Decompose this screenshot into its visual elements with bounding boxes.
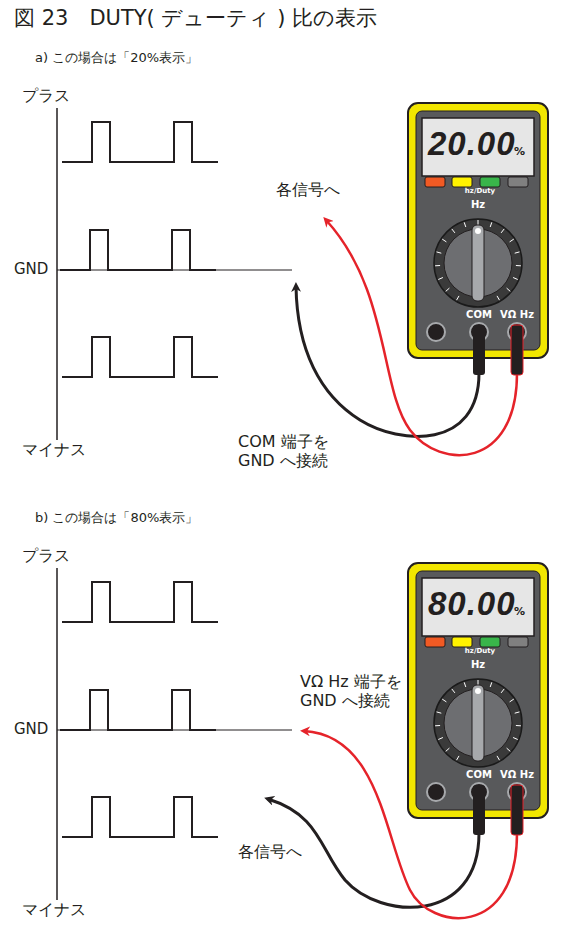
signal-name: GND xyxy=(14,260,48,278)
figure-title: 図 23 DUTY( デューティ ) 比の表示 xyxy=(14,6,377,31)
button-label: hz/Duty xyxy=(465,187,495,195)
unit-symbol: % xyxy=(514,605,525,618)
callout-note: COM 端子を GND へ接続 xyxy=(238,432,350,470)
polarity-label: プラス xyxy=(22,86,70,105)
terminal-name: VΩ Hz xyxy=(500,769,534,781)
panel-heading: a) この場合は「20%表示」 xyxy=(35,50,198,66)
display-value: 20.00 xyxy=(428,124,516,164)
signal-name: GND xyxy=(14,720,48,738)
polarity-label: マイナス xyxy=(22,440,86,459)
panel-heading: b) この場合は「80%表示」 xyxy=(35,510,198,526)
terminal-name: COM xyxy=(466,769,492,781)
callout-note: 各信号へ xyxy=(238,842,302,861)
display-value: 80.00 xyxy=(428,584,516,624)
button-label: hz/Duty xyxy=(465,647,495,655)
callout-note: VΩ Hz 端子を GND へ接続 xyxy=(300,672,412,710)
dial-label: Hz xyxy=(471,199,485,211)
polarity-label: プラス xyxy=(22,546,70,565)
callout-note: 各信号へ xyxy=(276,180,340,199)
terminal-name: VΩ Hz xyxy=(500,309,534,321)
terminal-name: COM xyxy=(466,309,492,321)
dial-label: Hz xyxy=(471,659,485,671)
polarity-label: マイナス xyxy=(22,900,86,919)
unit-symbol: % xyxy=(514,145,525,158)
